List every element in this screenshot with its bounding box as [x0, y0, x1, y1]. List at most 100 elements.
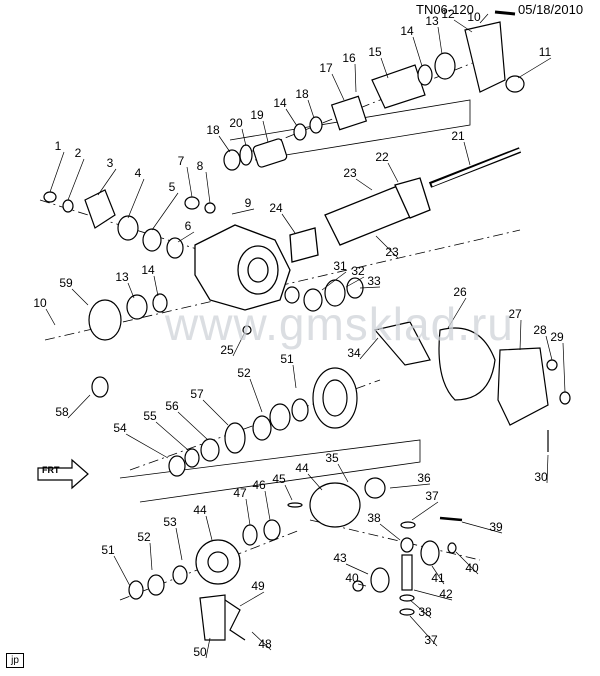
- callout-number: 38: [418, 605, 432, 619]
- callout-number: 47: [233, 486, 247, 500]
- callout-number: 39: [489, 520, 503, 534]
- callout-leader: [431, 565, 445, 585]
- callout-number: 43: [333, 551, 347, 565]
- callout-leader: [461, 521, 503, 534]
- callout-number: 52: [137, 530, 151, 544]
- callout-number: 4: [135, 166, 142, 180]
- callout-number: 30: [534, 470, 548, 484]
- callout-leader: [331, 73, 345, 101]
- callout-number: 18: [206, 123, 220, 137]
- callout-leader: [517, 57, 552, 79]
- callout-number: 58: [55, 405, 69, 419]
- callout-leader: [125, 433, 169, 459]
- callout-leader: [205, 637, 211, 659]
- callout-leader: [262, 120, 269, 143]
- callout-leader: [177, 411, 209, 441]
- callout-number: 10: [467, 10, 481, 24]
- callout-number: 35: [325, 451, 339, 465]
- callout-number: 26: [453, 285, 467, 299]
- callout-number: 50: [193, 645, 207, 659]
- callout-number: 36: [417, 471, 431, 485]
- callout-leader: [205, 515, 213, 541]
- callout-leader: [375, 235, 399, 259]
- callout-number: 37: [425, 489, 439, 503]
- callout-number: 44: [295, 461, 309, 475]
- callout-number: 38: [367, 511, 381, 525]
- callout-number: 33: [367, 274, 381, 288]
- callout-number: 44: [193, 503, 207, 517]
- callout-number: 23: [385, 245, 399, 259]
- callout-number: 13: [115, 270, 129, 284]
- callout-leader: [127, 282, 135, 299]
- callout-number: 40: [465, 561, 479, 575]
- callout-number: 31: [333, 259, 347, 273]
- callout-leader: [155, 421, 189, 451]
- callout-leader: [455, 551, 479, 575]
- callout-leader: [546, 454, 549, 484]
- callout-leader: [357, 583, 367, 587]
- outer-seal-group: [88, 277, 364, 398]
- callout-leader: [241, 128, 247, 147]
- pinion-cover-group: [373, 321, 571, 452]
- upper-shaft-group: [223, 10, 525, 171]
- callout-number: 16: [342, 51, 356, 65]
- callout-leader: [321, 271, 347, 291]
- callout-leader: [127, 178, 145, 219]
- diagram-date: 05/18/2010: [518, 2, 584, 17]
- callout-leader: [379, 523, 401, 541]
- callout-leader: [389, 483, 431, 489]
- spider-gear-group: [352, 516, 463, 616]
- callout-number: 54: [113, 421, 127, 435]
- callout-leader: [380, 57, 389, 79]
- callout-number: 57: [190, 387, 204, 401]
- differential-case-group: [128, 477, 386, 641]
- callout-leader: [409, 615, 438, 647]
- callout-leader: [149, 542, 153, 571]
- callout-number: 14: [400, 24, 414, 38]
- callout-number: 51: [280, 352, 294, 366]
- callout-number: 1: [55, 139, 62, 153]
- callout-number: 34: [347, 346, 361, 360]
- callout-number: 18: [295, 87, 309, 101]
- callout-leader: [67, 158, 85, 201]
- callout-number: 11: [539, 45, 552, 59]
- callout-leader: [409, 599, 432, 619]
- callout-number: 37: [424, 633, 438, 647]
- callout-leader: [412, 36, 423, 67]
- callout-number: 53: [163, 515, 177, 529]
- callout-leader: [245, 498, 251, 526]
- callout-leader: [545, 335, 553, 361]
- callout-leader: [411, 501, 439, 521]
- callout-number: 15: [368, 45, 382, 59]
- callout-number: 51: [101, 543, 115, 557]
- front-arrow-icon: [37, 458, 89, 490]
- callout-number: 19: [250, 108, 264, 122]
- watermark: www.gmsklad.ru: [165, 298, 514, 350]
- callout-leader: [67, 394, 91, 419]
- callout-leader: [337, 463, 349, 483]
- diagram-code: TN06-120: [416, 2, 474, 17]
- callout-leader: [345, 563, 369, 575]
- callout-number: 10: [33, 296, 47, 310]
- callout-leader: [447, 297, 467, 329]
- callout-leader: [359, 337, 379, 360]
- callout-number: 25: [220, 343, 234, 357]
- front-arrow-label: FRT: [42, 465, 60, 475]
- callout-number: 8: [197, 159, 204, 173]
- callout-leader: [231, 208, 255, 215]
- callout-leader: [453, 19, 473, 33]
- callout-leader: [479, 13, 489, 24]
- callout-leader: [49, 151, 65, 193]
- pinion-yoke-group: [43, 189, 216, 259]
- callout-leader: [519, 319, 522, 351]
- callout-leader: [355, 178, 373, 191]
- callout-number: 14: [141, 263, 155, 277]
- callout-leader: [239, 591, 265, 607]
- callout-number: 56: [165, 399, 179, 413]
- callout-number: 24: [269, 201, 283, 215]
- callout-leader: [113, 555, 131, 587]
- callout-leader: [463, 141, 471, 166]
- callout-number: 6: [185, 219, 192, 233]
